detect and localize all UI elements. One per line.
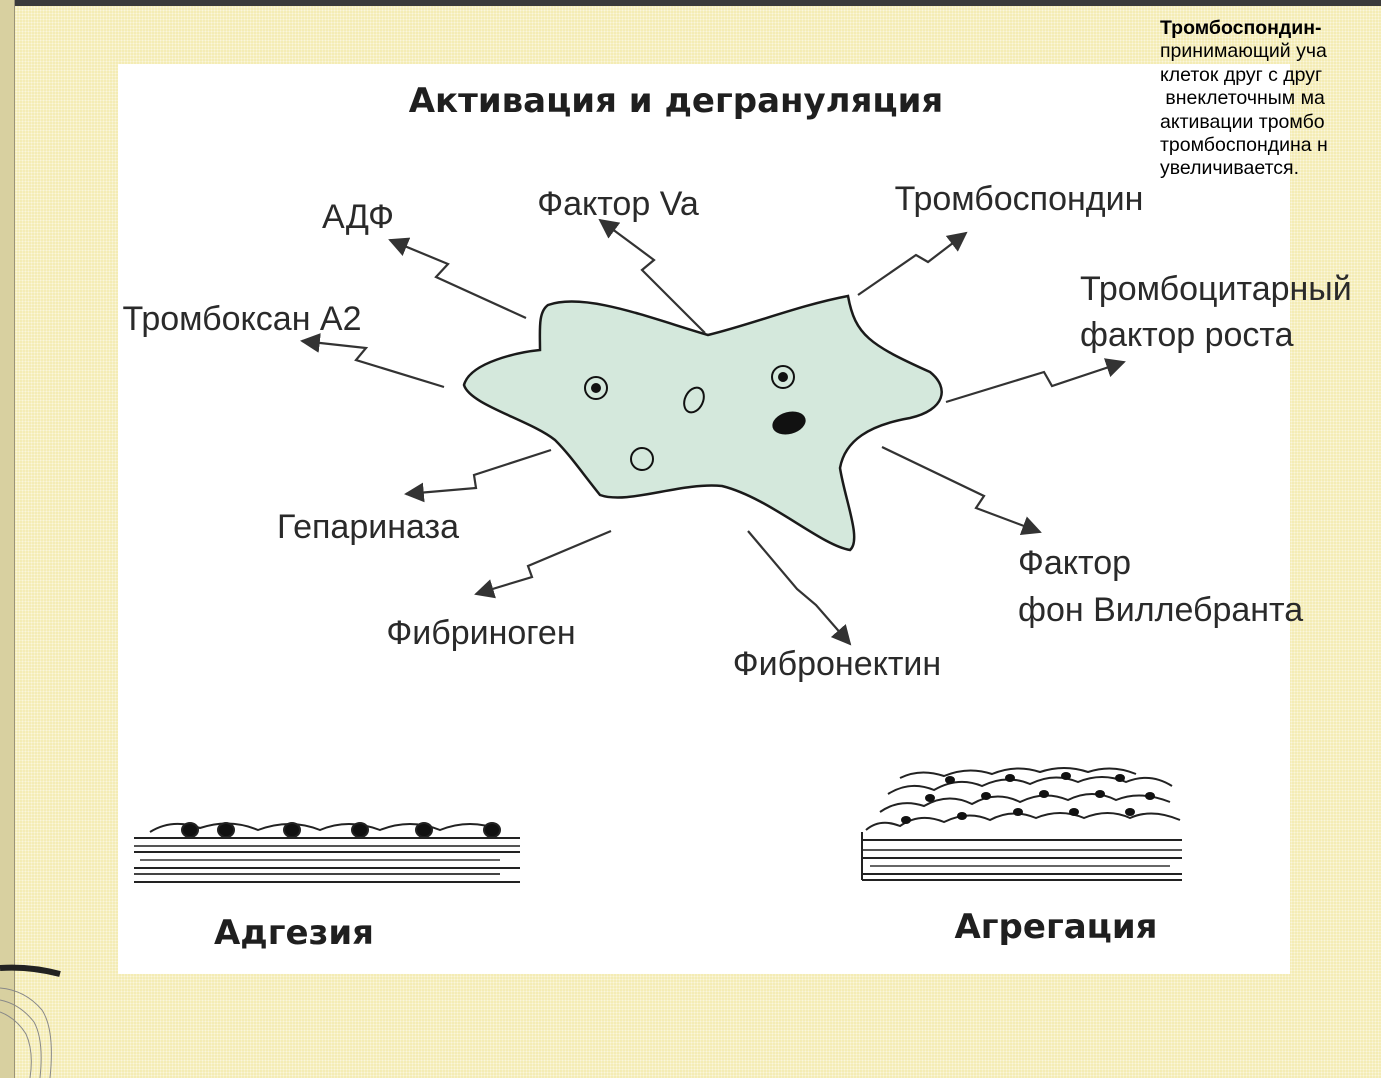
label-adhesion: Адгезия bbox=[214, 913, 374, 953]
arrow-vwf bbox=[882, 447, 1040, 532]
adhesion-illustration bbox=[134, 823, 520, 882]
platelet-cell bbox=[464, 296, 942, 550]
label-thromboxane: Тромбоксан А2 bbox=[122, 300, 361, 338]
aggregation-illustration bbox=[862, 768, 1182, 880]
label-factor-va: Фактор Va bbox=[537, 185, 699, 223]
label-fibronectin: Фибронектин bbox=[733, 645, 941, 683]
arrow-fibrinogen bbox=[476, 531, 611, 594]
label-fibrinogen: Фибриноген bbox=[386, 614, 575, 652]
label-adf: АДФ bbox=[322, 198, 394, 236]
diagram-title: Активация и дегрануляция bbox=[409, 81, 944, 121]
arrow-heparinase bbox=[406, 450, 551, 494]
note-line: внеклеточным ма bbox=[1160, 87, 1381, 110]
corner-decoration bbox=[0, 960, 110, 1078]
label-vwf-line2: фон Виллебранта bbox=[1018, 591, 1303, 629]
granule bbox=[591, 383, 601, 393]
label-pdgf-line2: фактор роста bbox=[1080, 316, 1294, 354]
arrow-fibronectin bbox=[748, 531, 850, 644]
arrow-thrombospondin bbox=[858, 233, 966, 295]
thrombospondin-note: Тромбоспондин- принимающий уча клеток др… bbox=[1160, 17, 1381, 181]
arrow-thromboxane bbox=[302, 341, 444, 387]
label-vwf-line1: Фактор bbox=[1018, 544, 1131, 582]
note-line: увеличивается. bbox=[1160, 157, 1381, 180]
granule bbox=[778, 372, 788, 382]
label-pdgf-line1: Тромбоцитарный bbox=[1080, 270, 1352, 308]
note-title: Тромбоспондин- bbox=[1160, 17, 1381, 40]
label-thrombospondin: Тромбоспондин bbox=[895, 180, 1144, 218]
note-line: принимающий уча bbox=[1160, 40, 1381, 63]
note-line: активации тромбо bbox=[1160, 111, 1381, 134]
arrow-adf bbox=[390, 240, 526, 318]
label-aggregation: Агрегация bbox=[954, 907, 1157, 947]
label-heparinase: Гепариназа bbox=[277, 508, 459, 546]
arrow-pdgf bbox=[946, 362, 1124, 402]
note-line: клеток друг с друг bbox=[1160, 64, 1381, 87]
note-line: тромбоспондина н bbox=[1160, 134, 1381, 157]
